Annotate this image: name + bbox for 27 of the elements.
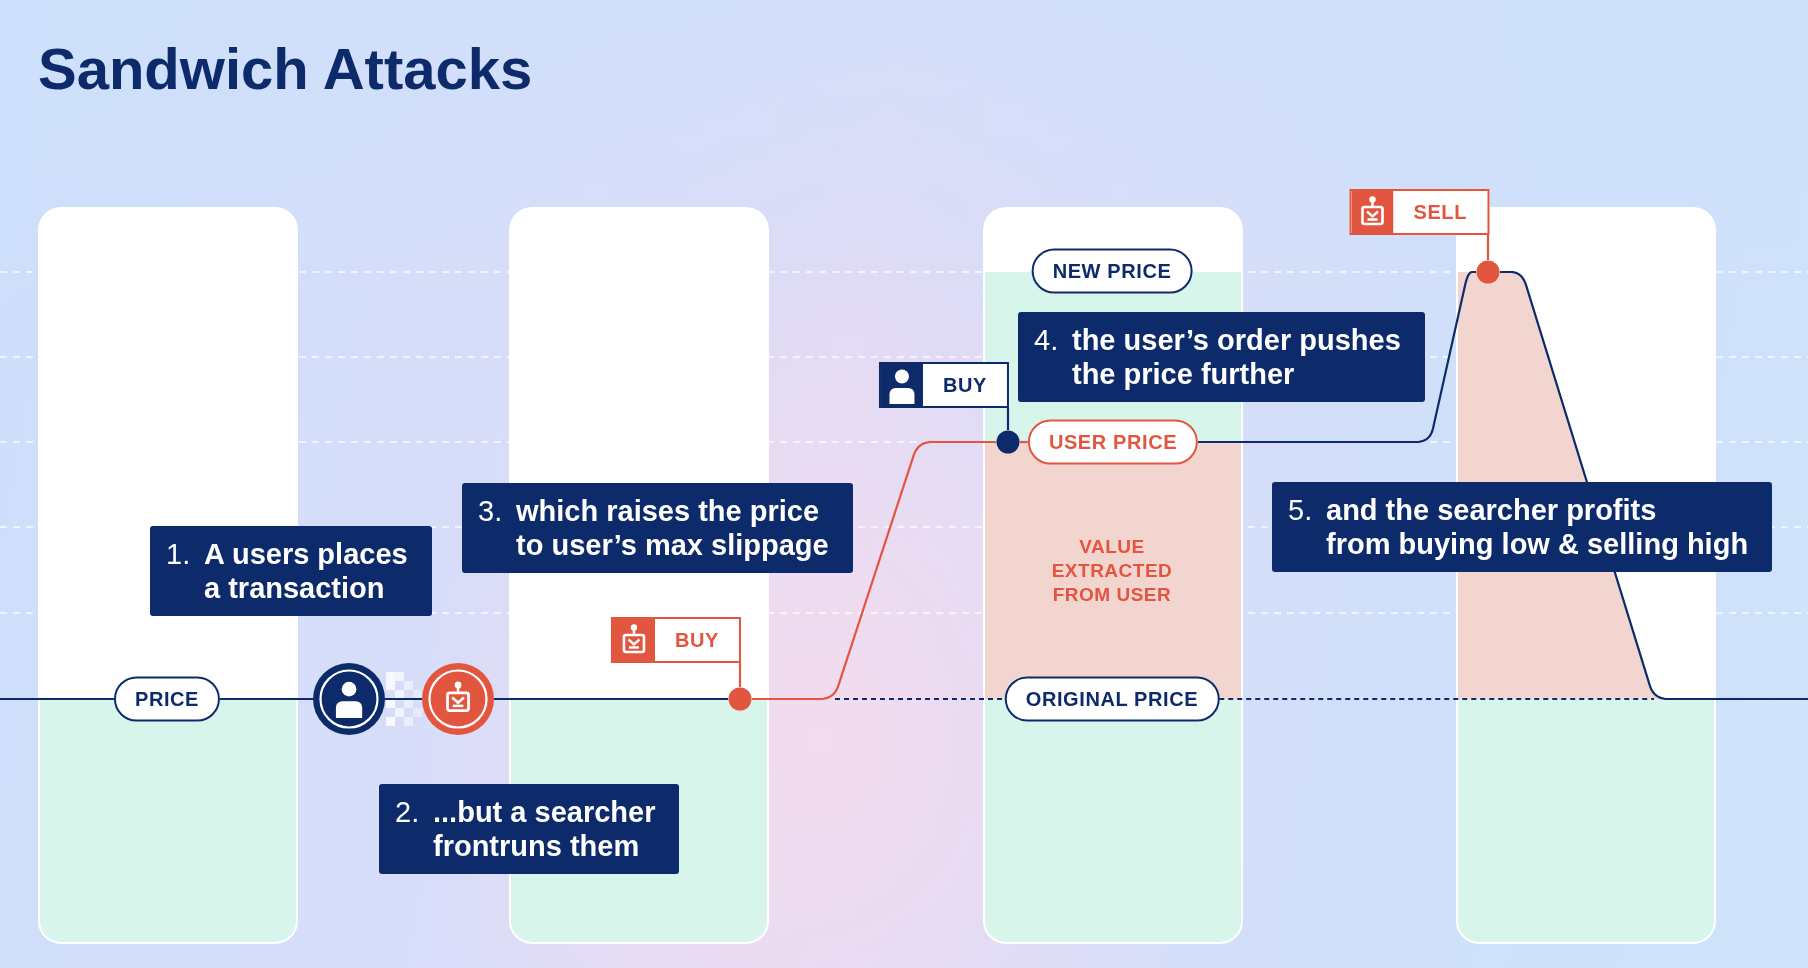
order-action-label: SELL <box>1412 199 1468 225</box>
order-action-label: BUY <box>941 372 988 398</box>
step-number: 3. <box>478 494 504 528</box>
step-text: which raises the price to user’s max slippage <box>516 494 829 562</box>
order-flag <box>1349 189 1489 235</box>
price-line <box>1198 270 1476 444</box>
diagram-title: Sandwich Attacks <box>38 37 533 101</box>
step-callout <box>1272 482 1773 572</box>
step-text: A users places a transaction <box>204 537 408 605</box>
order-action-label: BUY <box>673 627 720 653</box>
flag-pole <box>1486 235 1490 260</box>
step-number: 4. <box>1034 323 1060 357</box>
order-flag <box>610 617 741 663</box>
dot-icon <box>1476 260 1500 284</box>
step-text: the user’s order pushes the price further <box>1072 323 1401 391</box>
step-callout <box>1018 312 1425 402</box>
annotation-text: VALUE EXTRACTED FROM USER <box>1050 535 1174 607</box>
step-number: 5. <box>1288 493 1314 527</box>
flag-pole <box>1006 408 1010 430</box>
price-line <box>752 440 996 701</box>
step-callout <box>462 483 853 573</box>
step-callout <box>150 526 432 616</box>
flag-pole <box>738 663 742 687</box>
order-flag <box>878 362 1009 408</box>
price-pill: NEW PRICE <box>1031 248 1193 294</box>
step-text: and the searcher profits from buying low & selling high <box>1326 493 1749 561</box>
step-number: 1. <box>166 537 192 571</box>
